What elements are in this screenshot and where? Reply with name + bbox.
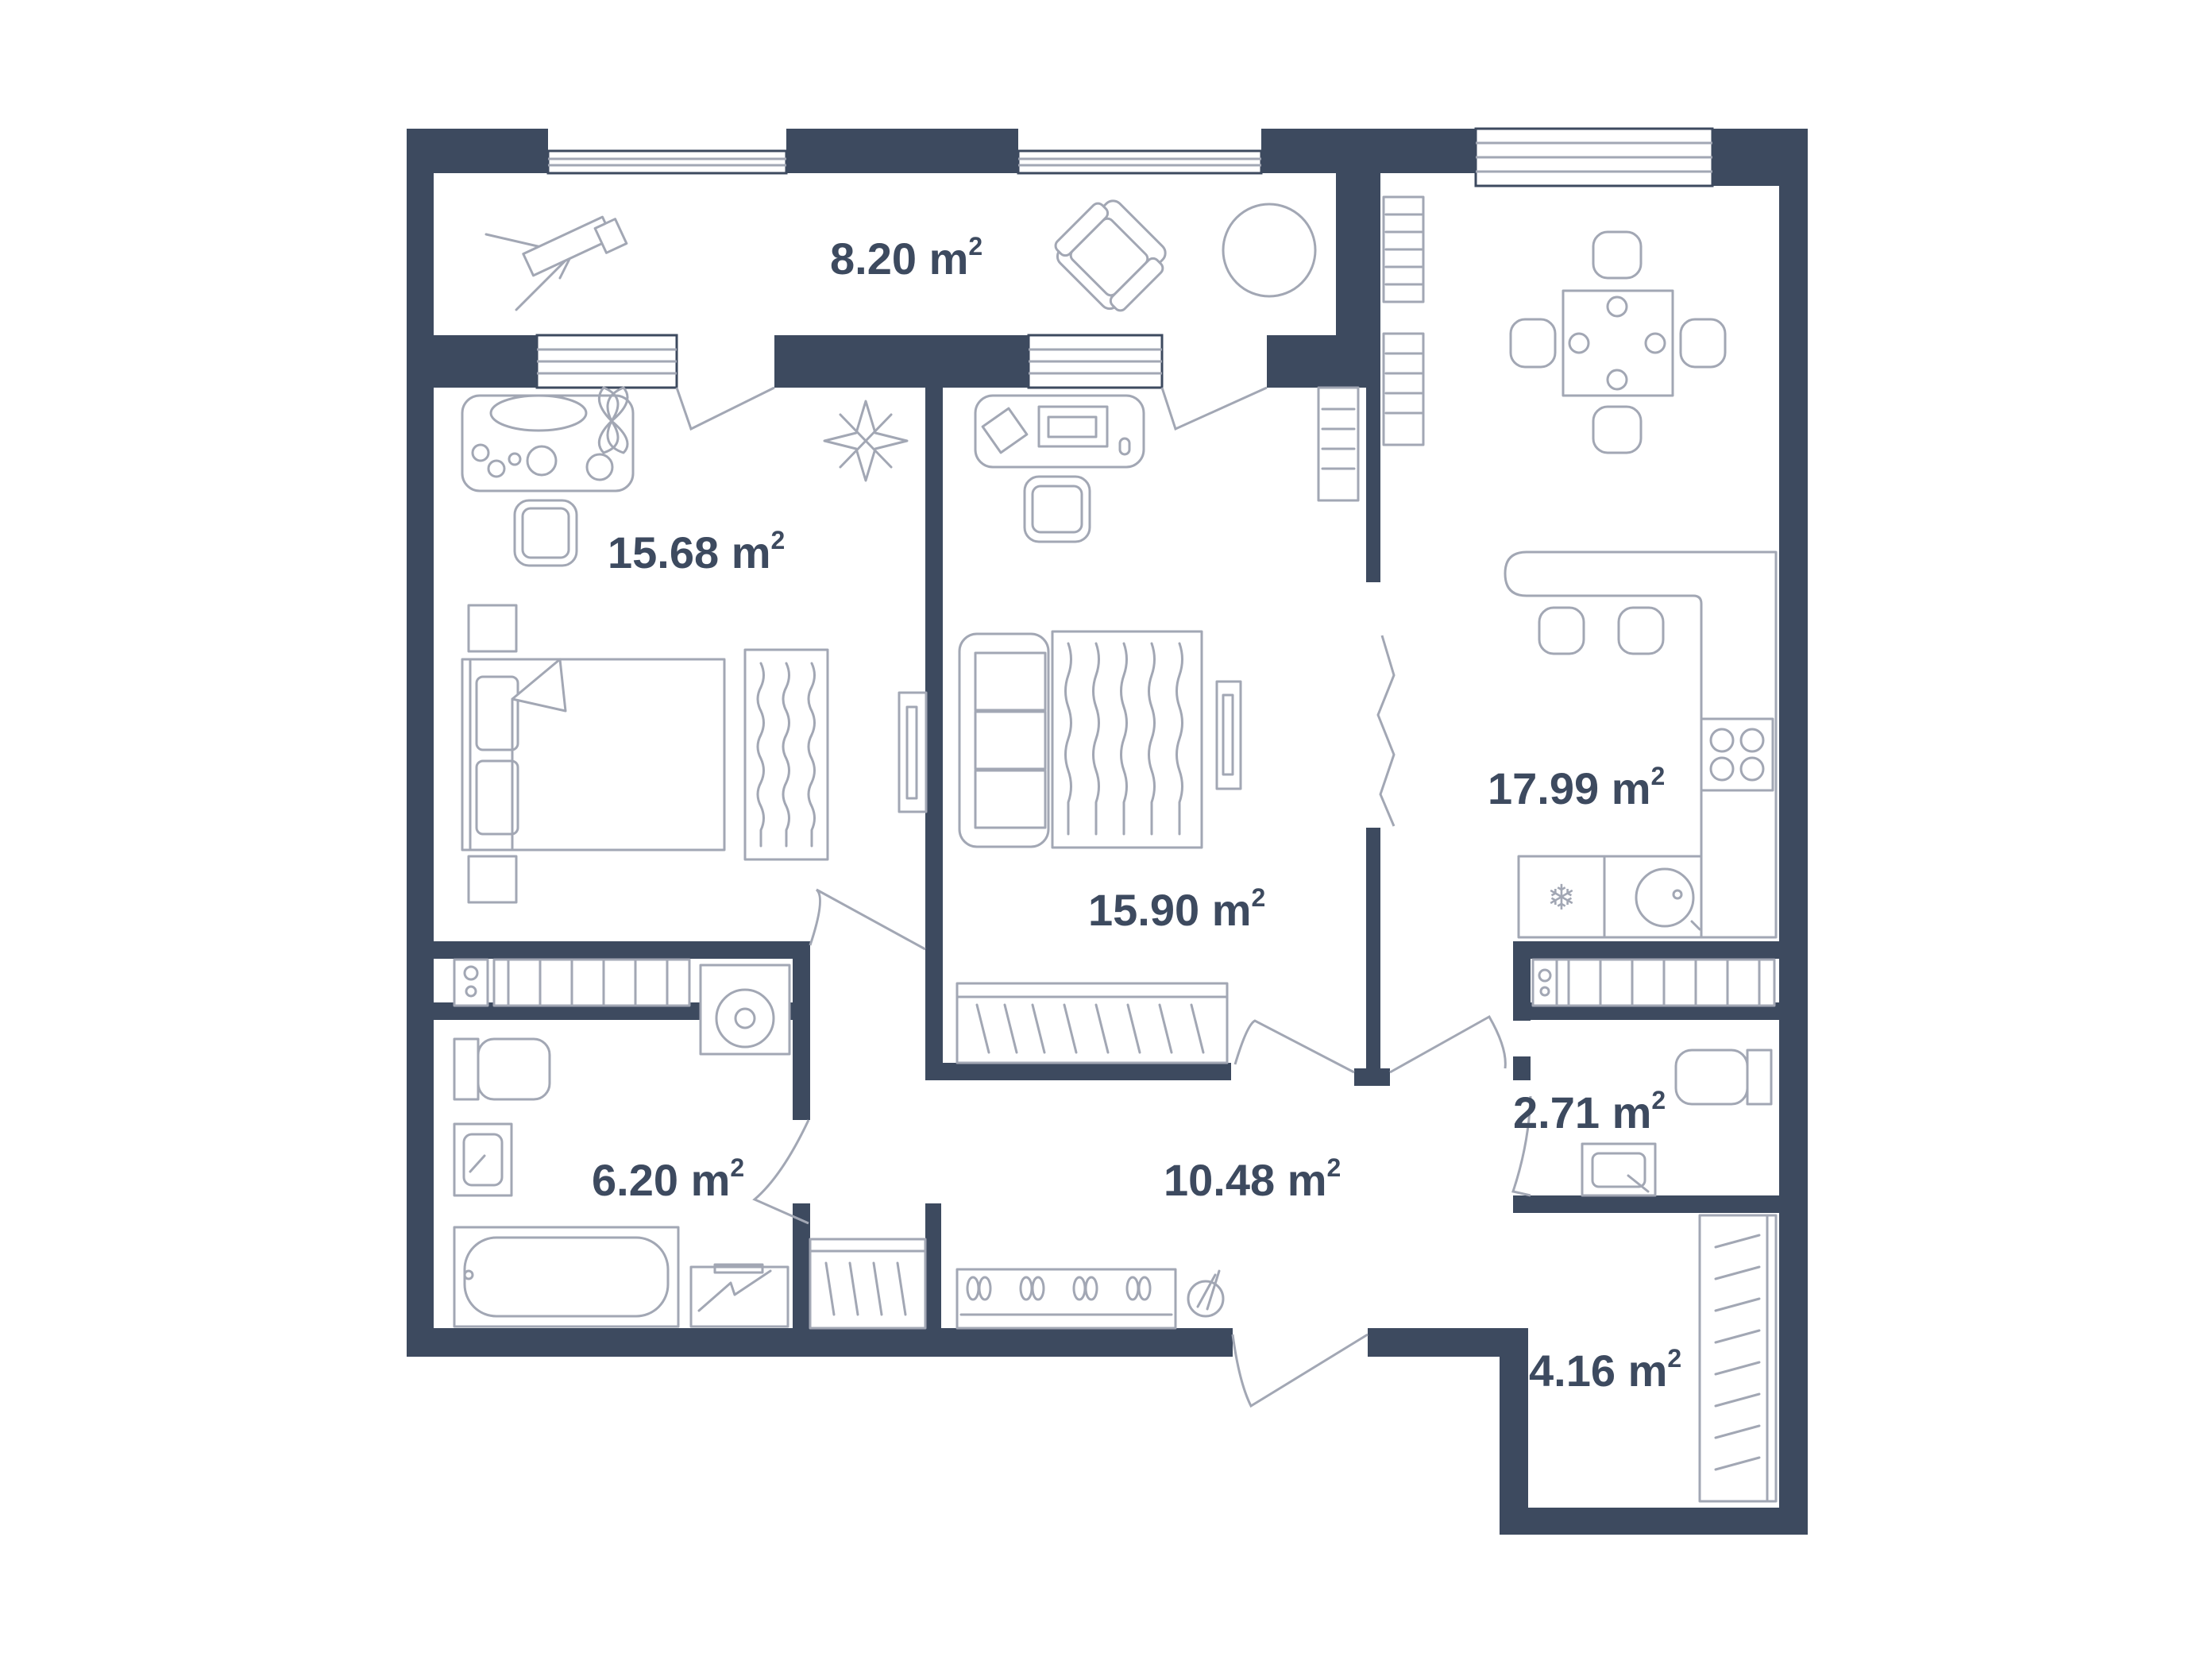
nightstand-icon [467,604,518,904]
compass-rose-icon [823,400,909,482]
svg-text:❄: ❄ [1547,878,1577,918]
door-kitchen-folding [1376,635,1396,827]
window-bedroom [535,334,678,389]
sink-icon [453,1122,513,1197]
window-kitchen [1474,127,1714,187]
wardrobe-icon [955,982,1229,1064]
shoe-rack-icon [955,1268,1177,1330]
bathtub-icon [453,1226,680,1328]
washing-machine-icon [699,964,791,1056]
desk-icon [461,394,635,492]
double-bed-icon [461,658,726,852]
door-entrance [1231,1333,1369,1408]
area-label-balcony: 8.20 m2 [830,232,982,284]
chair-icon [1023,475,1091,543]
window-living [1027,334,1164,389]
armchair-icon [1054,199,1167,312]
radiator-icon [689,1263,789,1328]
plant-icon [597,386,629,454]
area-label-storage: 4.16 m2 [1529,1344,1681,1396]
area-label-bedroom: 15.68 m2 [608,526,785,577]
windows [535,127,1714,389]
toilet-icon [453,1037,551,1101]
door-balcony-bedroom [675,386,775,431]
area-label-wc: 2.71 m2 [1513,1086,1666,1137]
area-label-hallway: 10.48 m2 [1164,1153,1341,1205]
dining-table-icon [1509,230,1727,454]
doors [675,386,1532,1408]
area-label-living-room: 15.90 m2 [1088,883,1265,935]
wardrobe-icon [1698,1214,1778,1503]
chair-icon [513,499,578,567]
area-label-bathroom: 6.20 m2 [592,1153,744,1205]
shelf-icon [1317,195,1425,502]
boiler-icon [453,958,489,1007]
door-bedroom [809,888,926,951]
boiler-icon [1531,958,1558,1007]
round-table-icon [1222,203,1317,298]
radiator-icon [492,958,691,1007]
window-balcony-right [1017,149,1263,175]
tv-icon [898,691,928,813]
tv-icon [1215,680,1242,790]
rug-icon [743,648,829,861]
wardrobe-icon [809,1238,927,1330]
walls [407,129,1808,1535]
umbrella-stand-icon [1187,1269,1225,1318]
door-kitchen [1389,1014,1507,1074]
kitchen-counter-icon [1504,550,1778,939]
telescope-icon [484,215,628,311]
toilet-icon [1674,1049,1773,1106]
desk-icon [974,394,1145,469]
sink-icon [1581,1142,1657,1197]
stove-icon [1700,717,1774,792]
rug-icon [1051,630,1203,849]
window-balcony-left [546,149,788,175]
radiator-icon [1546,958,1776,1007]
area-label-kitchen-dining: 17.99 m2 [1488,762,1665,813]
fridge-icon: ❄ [1517,855,1606,939]
washing-machine-icon [1603,855,1703,939]
door-bathroom [752,1119,810,1225]
door-wc [1511,1095,1532,1197]
door-balcony-living [1160,386,1268,431]
sofa-icon [958,632,1050,848]
door-living [1233,1019,1355,1074]
